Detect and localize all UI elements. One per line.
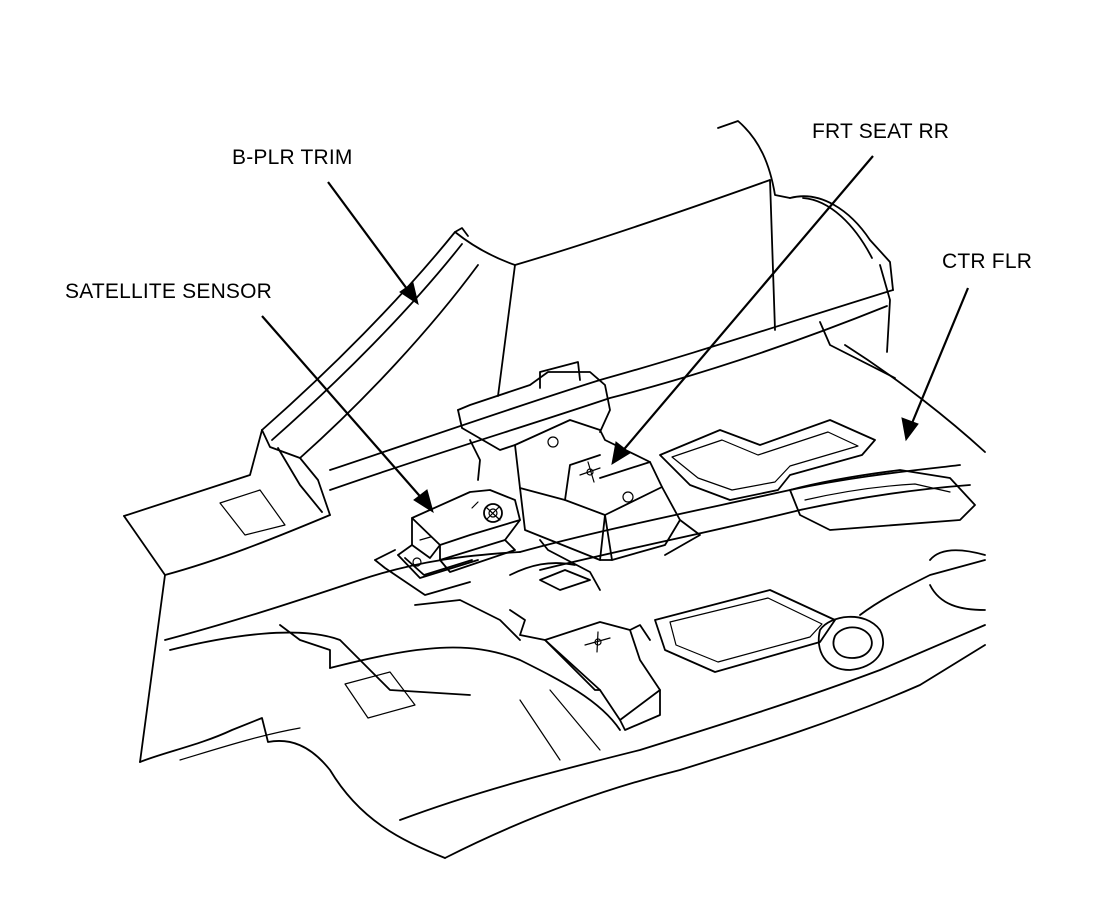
center-floor-label: CTR FLR (942, 250, 1033, 273)
satellite-sensor-part (374, 489, 521, 596)
satellite-sensor-leader (261, 315, 434, 514)
tunnel-bracket-part (509, 609, 661, 731)
b-pillar-trim-part (261, 179, 771, 516)
b-pillar-trim-label: B-PLR TRIM (232, 146, 353, 169)
floor-recesses (654, 419, 986, 673)
b-pillar-trim-leader (327, 181, 419, 306)
center-floor-part (123, 429, 986, 859)
satellite-sensor-label: SATELLITE SENSOR (65, 280, 273, 303)
front-seat-rear-bracket (457, 371, 701, 591)
front-seat-rear-leader (611, 155, 874, 466)
rear-panel-part (329, 120, 986, 491)
front-seat-rear-label: FRT SEAT RR (812, 120, 950, 143)
center-floor-leader (901, 287, 970, 442)
